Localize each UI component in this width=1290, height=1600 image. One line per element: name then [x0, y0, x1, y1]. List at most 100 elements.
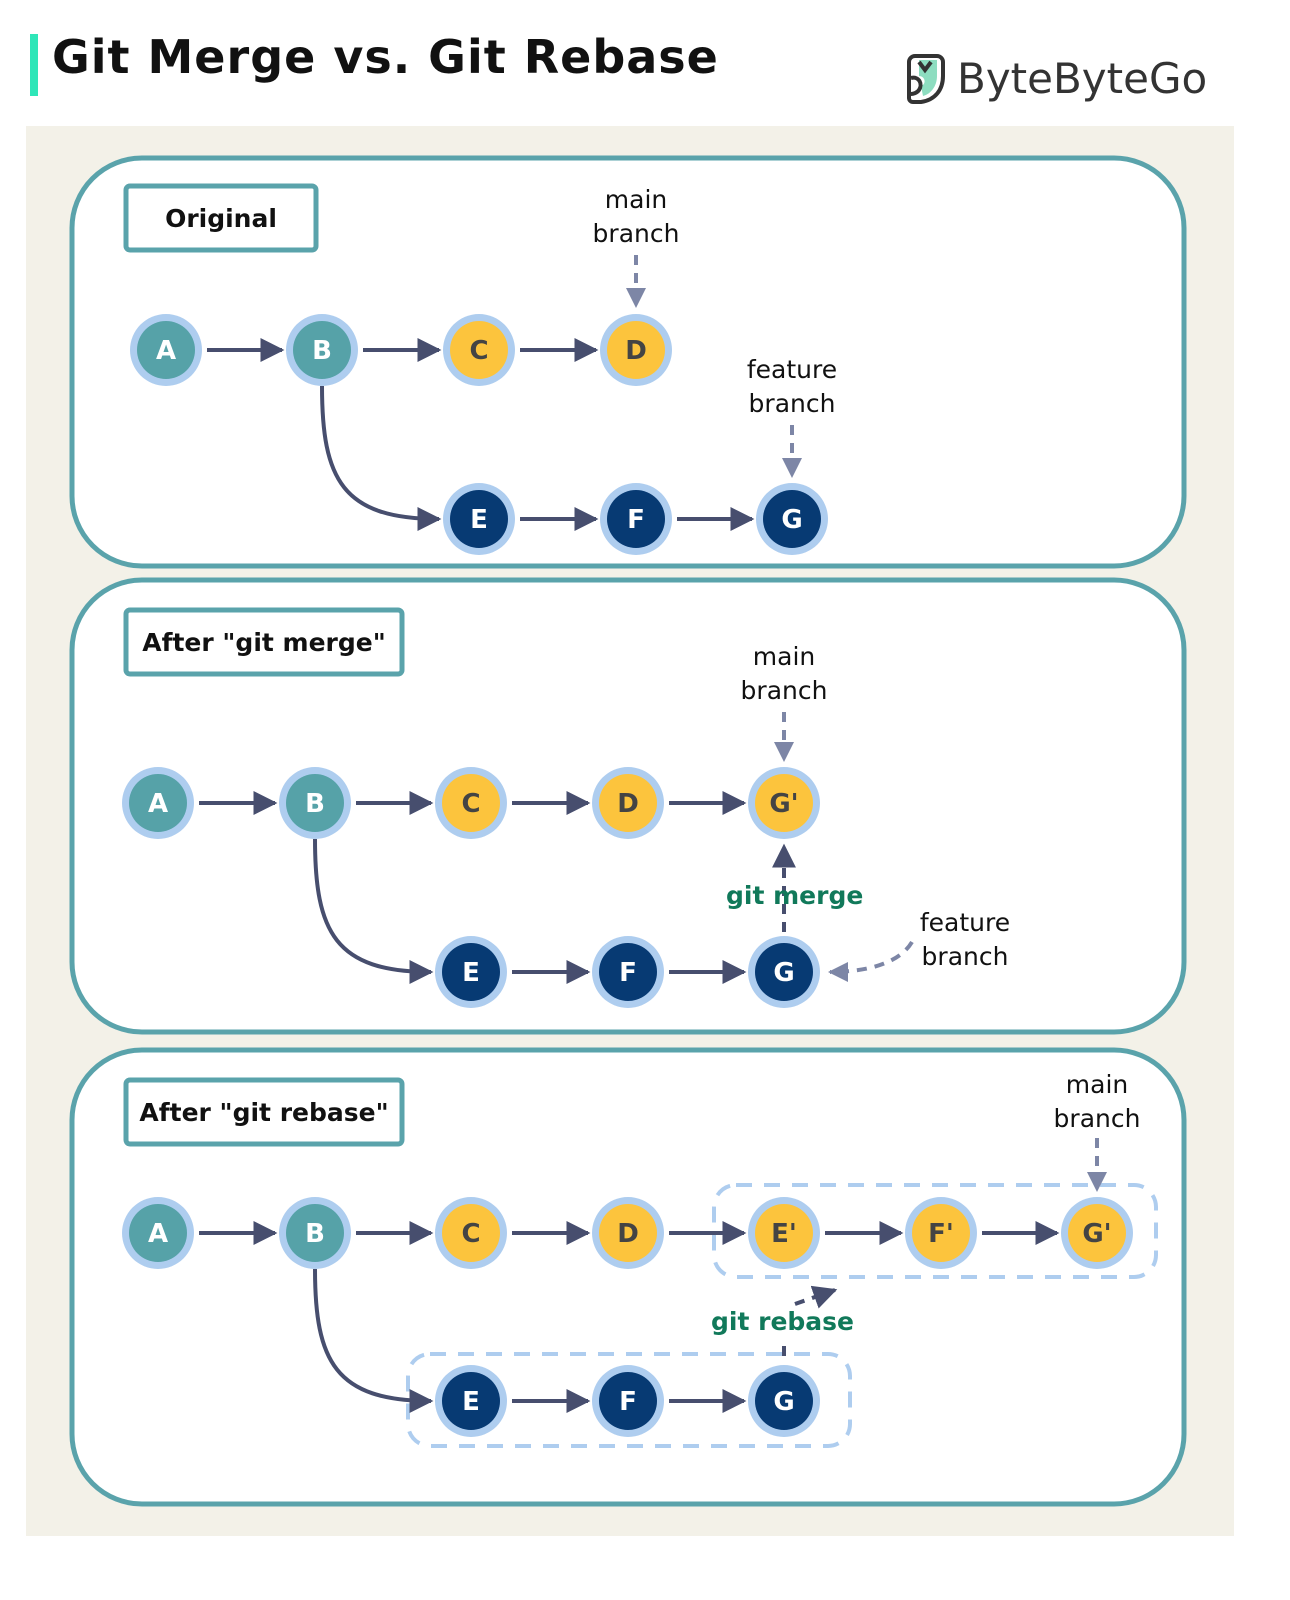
commit-label: G [781, 505, 802, 535]
commit-label: C [461, 1219, 480, 1249]
commit-circle [286, 774, 344, 832]
commit-node-E: E [435, 1365, 507, 1437]
commit-label: A [156, 336, 176, 366]
branch-pointer-label: feature [920, 908, 1010, 937]
panel-label: After "git rebase" [139, 1098, 388, 1127]
commit-circle [442, 1204, 500, 1262]
commit-node-C: C [435, 1197, 507, 1269]
commit-circle [755, 1204, 813, 1262]
bytebytego-logo-icon [907, 54, 945, 104]
commit-label: F' [928, 1219, 954, 1249]
commit-circle [755, 1372, 813, 1430]
commit-node-B: B [279, 767, 351, 839]
branch-edge-arrow [313, 1268, 434, 1413]
commit-circle [763, 490, 821, 548]
branch-pointer-label: branch [749, 389, 836, 418]
commit-circle [755, 774, 813, 832]
panel-label: After "git merge" [142, 628, 386, 657]
commit-node-F2: F' [905, 1197, 977, 1269]
commit-node-C: C [435, 767, 507, 839]
commit-circle [293, 321, 351, 379]
commit-node-D: D [600, 314, 672, 386]
commit-label: G [773, 1387, 794, 1417]
commit-node-F: F [592, 936, 664, 1008]
commit-label: E [462, 1387, 480, 1417]
commit-label: E [462, 958, 480, 988]
branch-pointer-arrow [828, 940, 914, 982]
commit-label: G' [1082, 1219, 1111, 1249]
commit-label: E [470, 505, 488, 535]
branch-pointer-label: main [605, 185, 667, 214]
commit-label: D [617, 789, 639, 819]
commit-circle [599, 943, 657, 1001]
commit-node-A: A [122, 1197, 194, 1269]
branch-edge-arrow [320, 385, 442, 531]
command-label: git rebase [711, 1307, 854, 1336]
commit-label: D [617, 1219, 639, 1249]
commit-label: A [148, 1219, 168, 1249]
commit-node-G2: G' [1061, 1197, 1133, 1269]
commit-node-G2: G' [748, 767, 820, 839]
commit-node-G: G [748, 1365, 820, 1437]
branch-pointer-label: main [1066, 1070, 1128, 1099]
commit-circle [450, 321, 508, 379]
panel-label: Original [165, 204, 277, 233]
commit-node-E2: E' [748, 1197, 820, 1269]
commit-circle [599, 1204, 657, 1262]
commit-circle [129, 774, 187, 832]
branch-pointer-label: branch [922, 942, 1009, 971]
commit-node-C: C [443, 314, 515, 386]
commit-group-dashed-box [712, 1183, 1158, 1279]
command-label: git merge [726, 881, 863, 910]
commit-circle [137, 321, 195, 379]
panel-border [69, 1047, 1187, 1507]
commit-circle [607, 321, 665, 379]
commit-circle [442, 943, 500, 1001]
commit-circle [442, 1372, 500, 1430]
commit-label: B [305, 1219, 325, 1249]
commit-label: G' [769, 789, 798, 819]
commit-node-A: A [130, 314, 202, 386]
branch-pointer-label: branch [593, 219, 680, 248]
commit-label: B [305, 789, 325, 819]
brand-logo: ByteByteGo [905, 50, 1207, 106]
commit-node-F: F [600, 483, 672, 555]
commit-circle [599, 1372, 657, 1430]
commit-node-B: B [279, 1197, 351, 1269]
panel-label-box [123, 607, 405, 677]
commit-circle [755, 943, 813, 1001]
commit-node-B: B [286, 314, 358, 386]
commit-circle [599, 774, 657, 832]
commit-circle [286, 1204, 344, 1262]
commit-circle [442, 774, 500, 832]
title-accent-bar [30, 34, 38, 96]
commit-label: F [619, 958, 637, 988]
commit-node-E: E [435, 936, 507, 1008]
command-arrow [782, 1290, 835, 1356]
commit-circle [1068, 1204, 1126, 1262]
commit-circle [129, 1204, 187, 1262]
branch-pointer-label: main [753, 642, 815, 671]
commit-node-G: G [756, 483, 828, 555]
panel-label-box [123, 183, 319, 253]
commit-label: C [461, 789, 480, 819]
commit-label: F [627, 505, 645, 535]
commit-node-D: D [592, 1197, 664, 1269]
commit-node-E: E [443, 483, 515, 555]
commit-label: G [773, 958, 794, 988]
commit-label: B [312, 336, 332, 366]
commit-label: F [619, 1387, 637, 1417]
commit-label: C [469, 336, 488, 366]
commit-label: A [148, 789, 168, 819]
branch-pointer-label: feature [747, 355, 837, 384]
commit-node-G: G [748, 936, 820, 1008]
commit-circle [912, 1204, 970, 1262]
commit-label: D [625, 336, 647, 366]
branch-pointer-label: branch [1054, 1104, 1141, 1133]
page-title: Git Merge vs. Git Rebase [52, 30, 719, 84]
branch-pointer-label: branch [741, 676, 828, 705]
